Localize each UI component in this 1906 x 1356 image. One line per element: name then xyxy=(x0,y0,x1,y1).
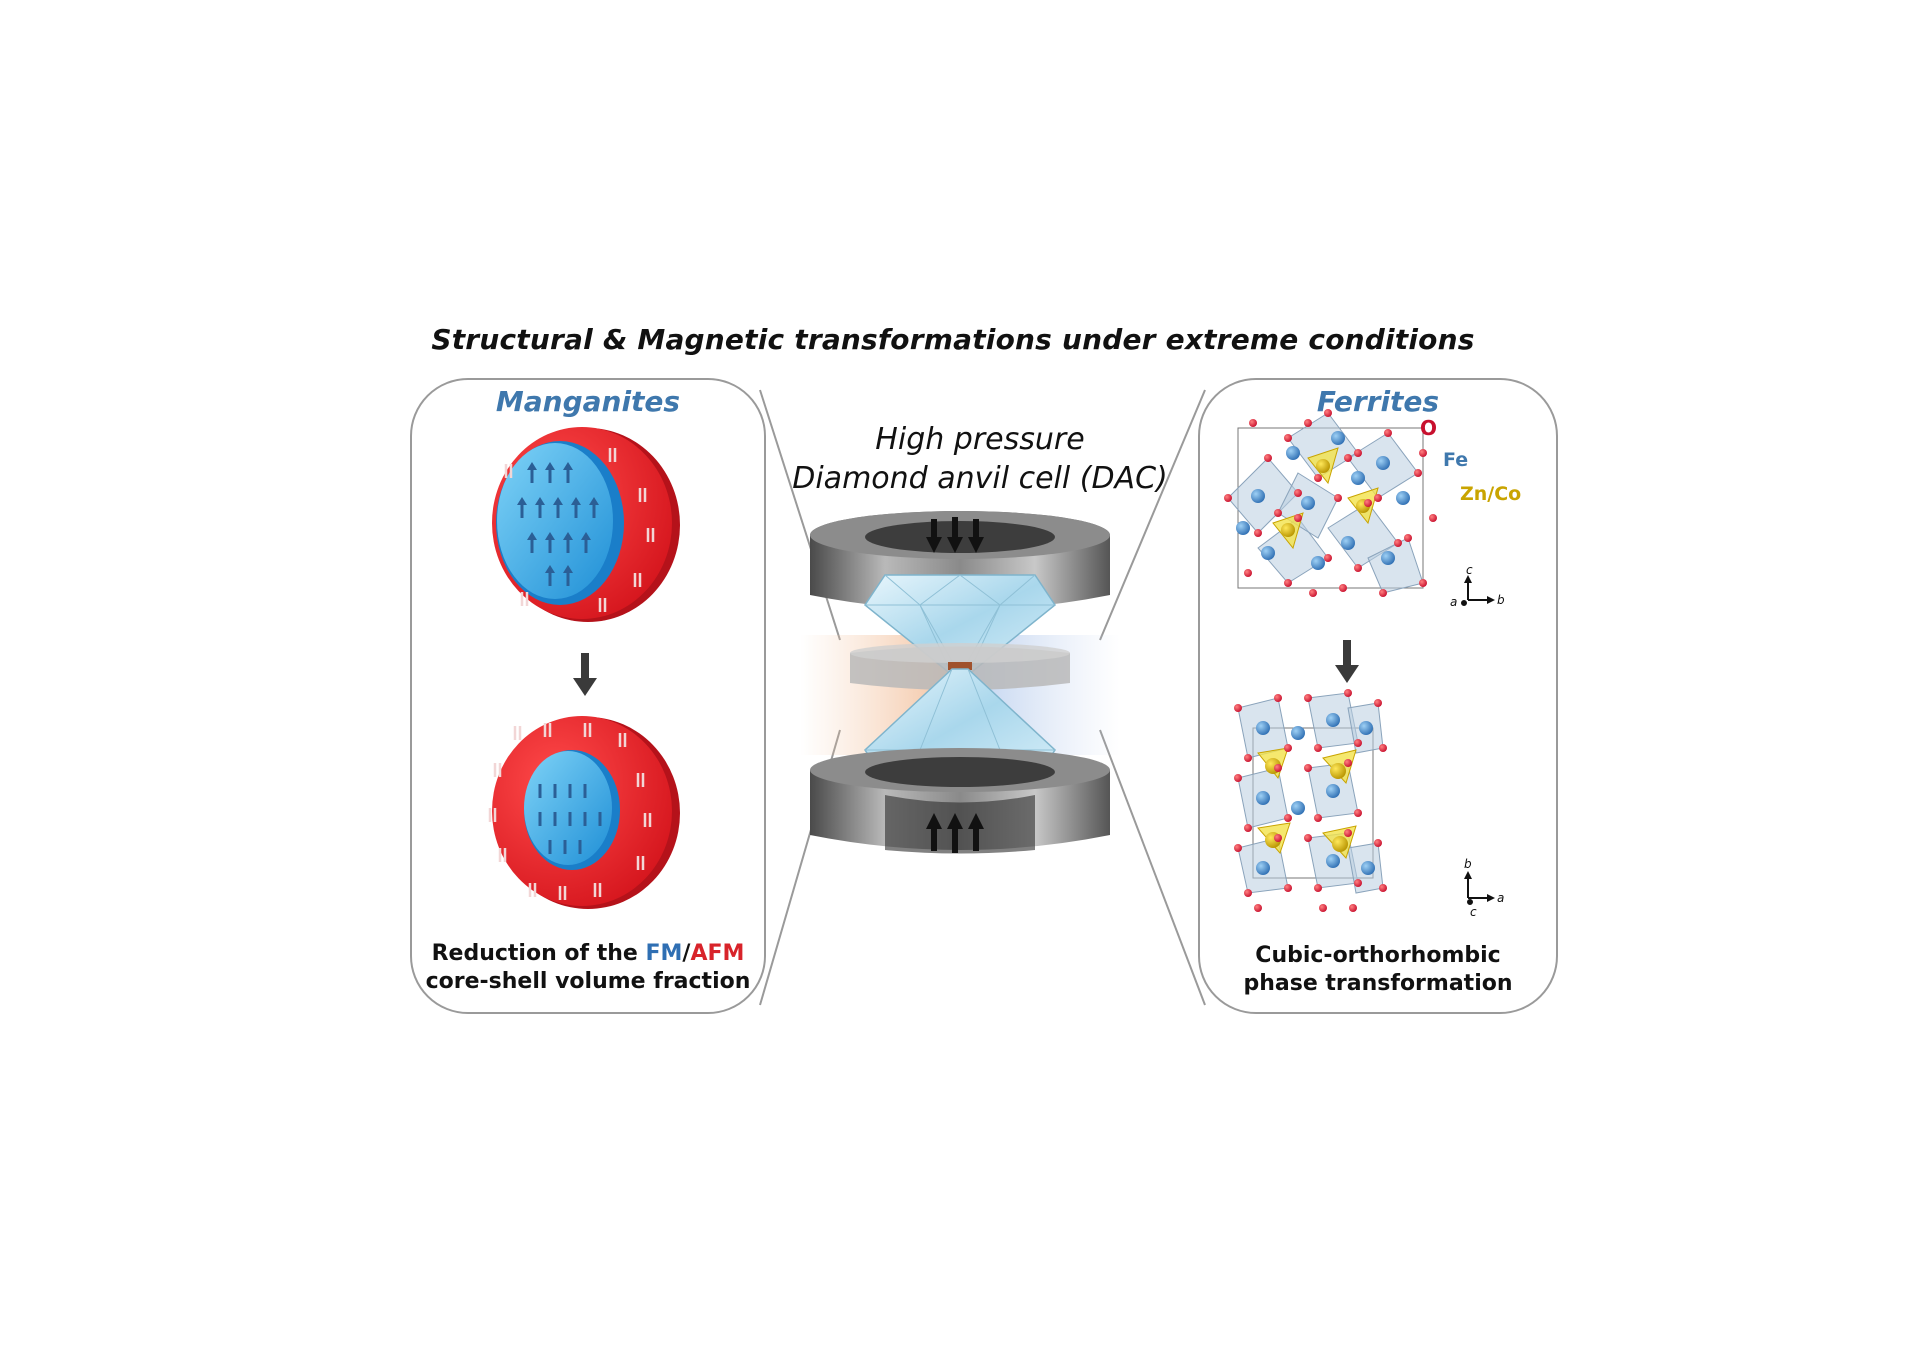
ferrites-title: Ferrites xyxy=(1316,385,1440,418)
legend-iron: Fe xyxy=(1443,449,1468,471)
axis-label-c-top: c xyxy=(1466,563,1473,577)
axis-label-b-top: b xyxy=(1497,593,1505,607)
axes-indicator-orthorhombic xyxy=(1464,871,1495,905)
caption-line2: phase transformation xyxy=(1243,971,1513,996)
axis-label-a-bottom: a xyxy=(1497,891,1504,905)
high-pressure-label: High pressure xyxy=(875,422,1085,457)
core-shell-particle-small-core xyxy=(488,716,680,909)
transition-arrow-left xyxy=(573,653,597,696)
ferrites-caption: Cubic-orthorhombic phase transformation xyxy=(1198,942,1558,998)
ferrites-illustration: O Fe Zn/Co c a b xyxy=(1224,409,1521,919)
diamond-anvil-cell-illustration xyxy=(800,511,1120,854)
cubic-spinel-structure xyxy=(1224,409,1437,597)
axes-indicator-cubic xyxy=(1461,575,1495,606)
caption-line2: core-shell volume fraction xyxy=(425,969,751,994)
lower-anvil-seat xyxy=(810,748,1110,854)
axis-label-c-bottom: c xyxy=(1470,905,1477,919)
compression-arrows-bottom xyxy=(926,813,984,853)
compression-arrows-top xyxy=(926,517,984,553)
legend-oxygen: O xyxy=(1420,416,1437,440)
caption-slash: / xyxy=(682,941,691,966)
dac-label: High pressure Diamond anvil cell (DAC) xyxy=(770,420,1190,498)
orthorhombic-structure xyxy=(1234,689,1387,912)
caption-prefix: Reduction of the xyxy=(431,941,646,966)
manganites-illustration xyxy=(488,427,680,909)
fm-label: FM xyxy=(645,941,683,966)
manganites-title: Manganites xyxy=(495,385,681,418)
axis-label-a-top: a xyxy=(1450,595,1457,609)
caption-line1: Cubic-orthorhombic xyxy=(1255,943,1501,968)
axis-label-b-bottom: b xyxy=(1464,857,1472,871)
afm-label: AFM xyxy=(690,941,745,966)
legend-zinc-cobalt: Zn/Co xyxy=(1460,483,1521,505)
transition-arrow-right xyxy=(1335,640,1359,683)
dac-name-label: Diamond anvil cell (DAC) xyxy=(792,461,1168,496)
manganites-caption: Reduction of the FM/AFM core-shell volum… xyxy=(410,940,766,996)
figure-title: Structural & Magnetic transformations un… xyxy=(431,323,1475,356)
core-shell-particle-large-core xyxy=(492,427,680,622)
